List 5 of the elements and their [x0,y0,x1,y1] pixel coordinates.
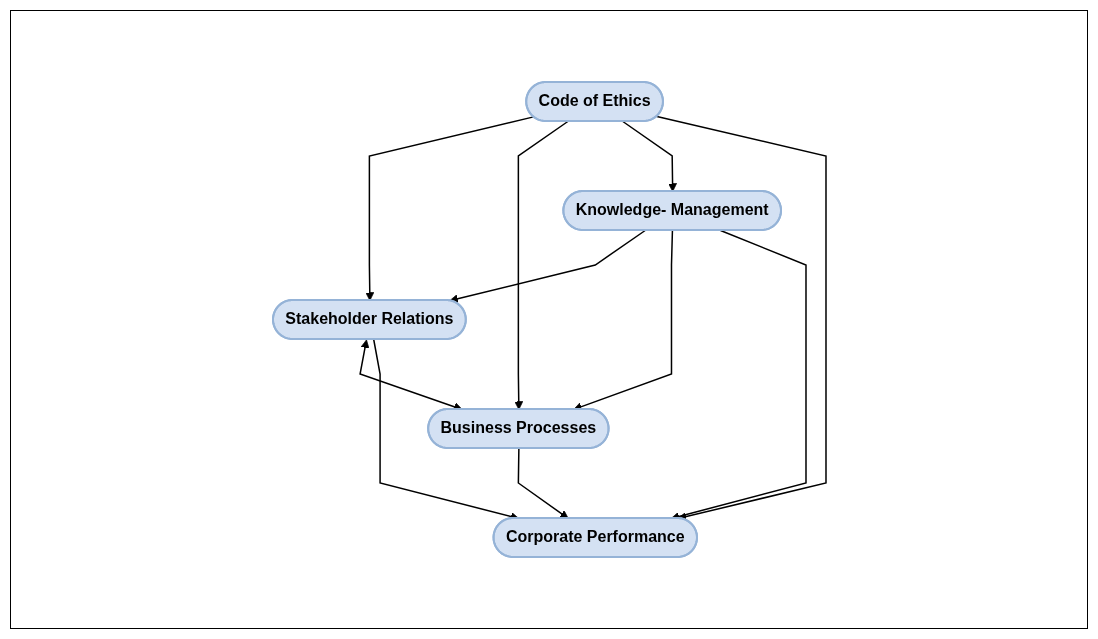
arrow [621,120,677,192]
arrow [364,116,534,301]
arrow [517,447,569,519]
arrow [513,120,569,410]
arrow [655,115,827,521]
